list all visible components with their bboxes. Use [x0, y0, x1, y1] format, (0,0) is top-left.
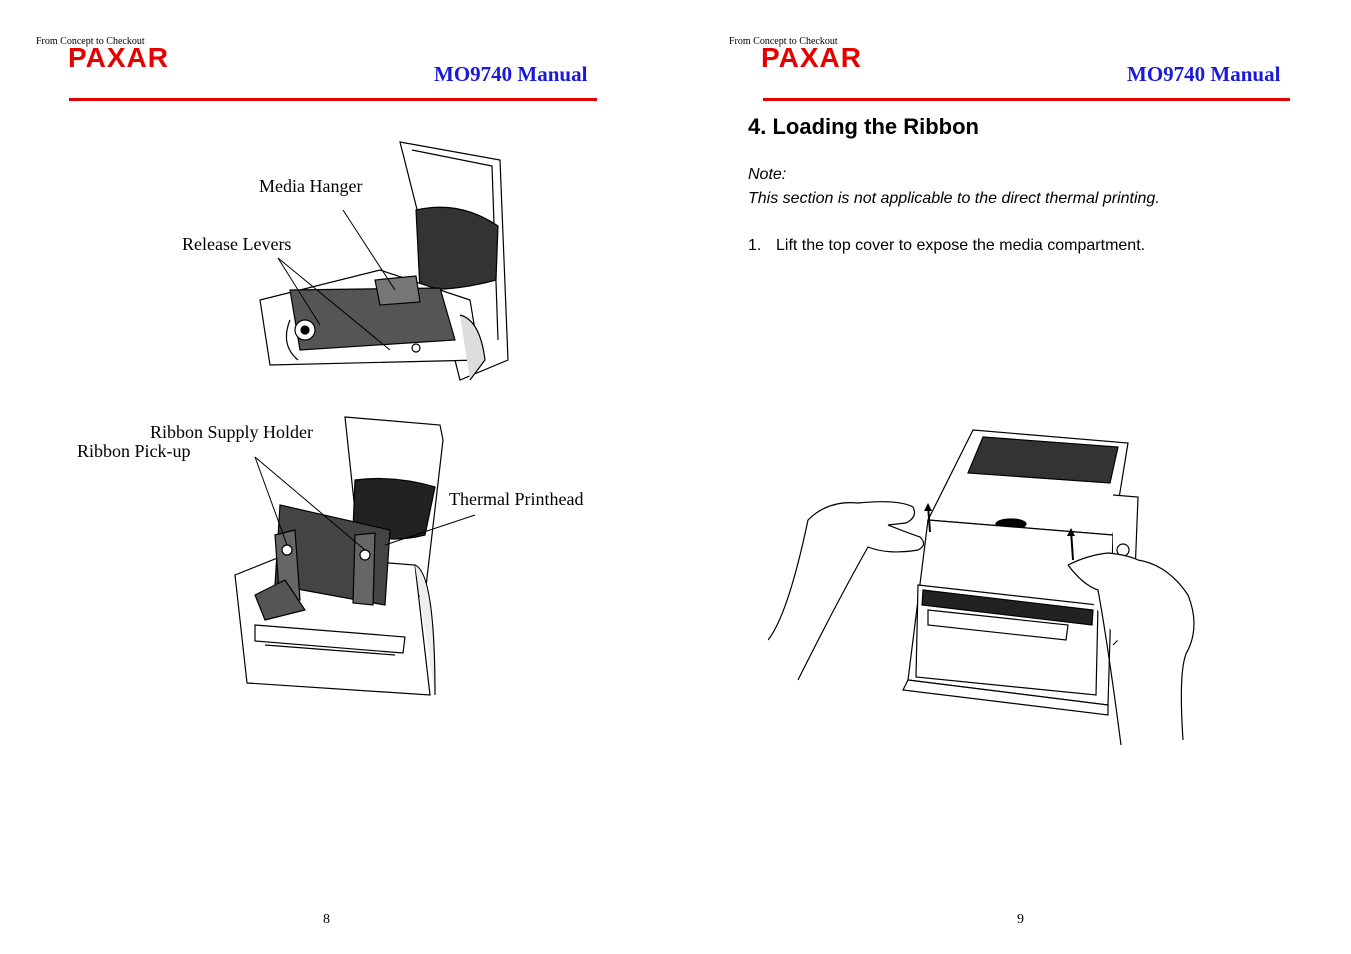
note-text: This section is not applicable to the di…	[748, 190, 1160, 207]
paxar-logo: From Concept to Checkout PAXAR	[36, 36, 196, 76]
logo-tagline: From Concept to Checkout	[36, 36, 145, 47]
logo-brand: PAXAR	[761, 42, 862, 73]
printer-media-hanger-figure	[259, 141, 509, 381]
logo-brand: PAXAR	[68, 42, 169, 73]
page-number: 9	[1017, 912, 1024, 927]
section-title: 4. Loading the Ribbon	[748, 114, 979, 139]
printer-ribbon-holder-figure	[234, 416, 476, 696]
header-rule	[763, 98, 1290, 101]
manual-title: MO9740 Manual	[434, 62, 588, 86]
label-release-levers: Release Levers	[182, 234, 292, 254]
page-number: 8	[323, 912, 330, 927]
step-item: 1. Lift the top cover to expose the media…	[748, 237, 1145, 255]
label-thermal-printhead: Thermal Printhead	[449, 489, 584, 509]
step-number: 1.	[748, 237, 762, 254]
label-ribbon-pickup: Ribbon Pick-up	[77, 441, 191, 461]
header-rule	[69, 98, 597, 101]
step-text: Lift the top cover to expose the media c…	[776, 237, 1146, 254]
label-media-hanger: Media Hanger	[259, 176, 363, 196]
paxar-logo: From Concept to Checkout PAXAR	[729, 36, 889, 76]
label-ribbon-supply-holder: Ribbon Supply Holder	[150, 422, 314, 442]
note-label: Note:	[748, 166, 787, 183]
lift-top-cover-figure	[768, 429, 1195, 746]
left-page: From Concept to Checkout PAXAR MO9740 Ma…	[0, 0, 675, 954]
right-page: From Concept to Checkout PAXAR MO9740 Ma…	[693, 0, 1351, 954]
logo-tagline: From Concept to Checkout	[729, 36, 838, 47]
manual-title: MO9740 Manual	[1127, 62, 1281, 86]
